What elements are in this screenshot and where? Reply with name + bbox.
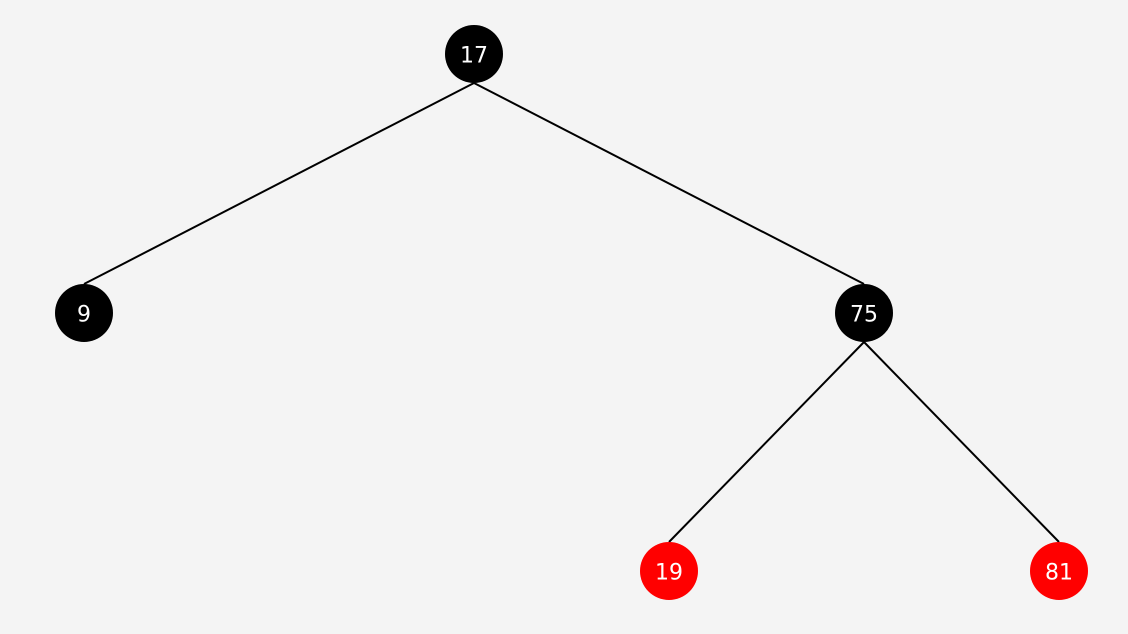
node-circle-black: [445, 25, 503, 83]
edge-n75-n81: [863, 341, 1060, 543]
node-circle-red: [640, 542, 698, 600]
edge-n17-n75: [473, 82, 865, 285]
tree-node-19: 19: [640, 542, 698, 600]
tree-node-75: 75: [835, 284, 893, 342]
node-label: 9: [77, 303, 91, 328]
node-circle-red: [1030, 542, 1088, 600]
edges-layer: [83, 82, 1060, 543]
node-label: 19: [655, 561, 683, 586]
nodes-layer: 17 9 75 19 81: [55, 25, 1088, 600]
tree-node-81: 81: [1030, 542, 1088, 600]
edge-n17-n9: [83, 82, 475, 285]
node-circle-black: [835, 284, 893, 342]
node-label: 81: [1045, 561, 1073, 586]
edge-n75-n19: [668, 341, 865, 543]
tree-node-9: 9: [55, 284, 113, 342]
tree-node-17: 17: [445, 25, 503, 83]
node-label: 17: [460, 44, 488, 69]
node-circle-black: [55, 284, 113, 342]
node-label: 75: [850, 303, 878, 328]
